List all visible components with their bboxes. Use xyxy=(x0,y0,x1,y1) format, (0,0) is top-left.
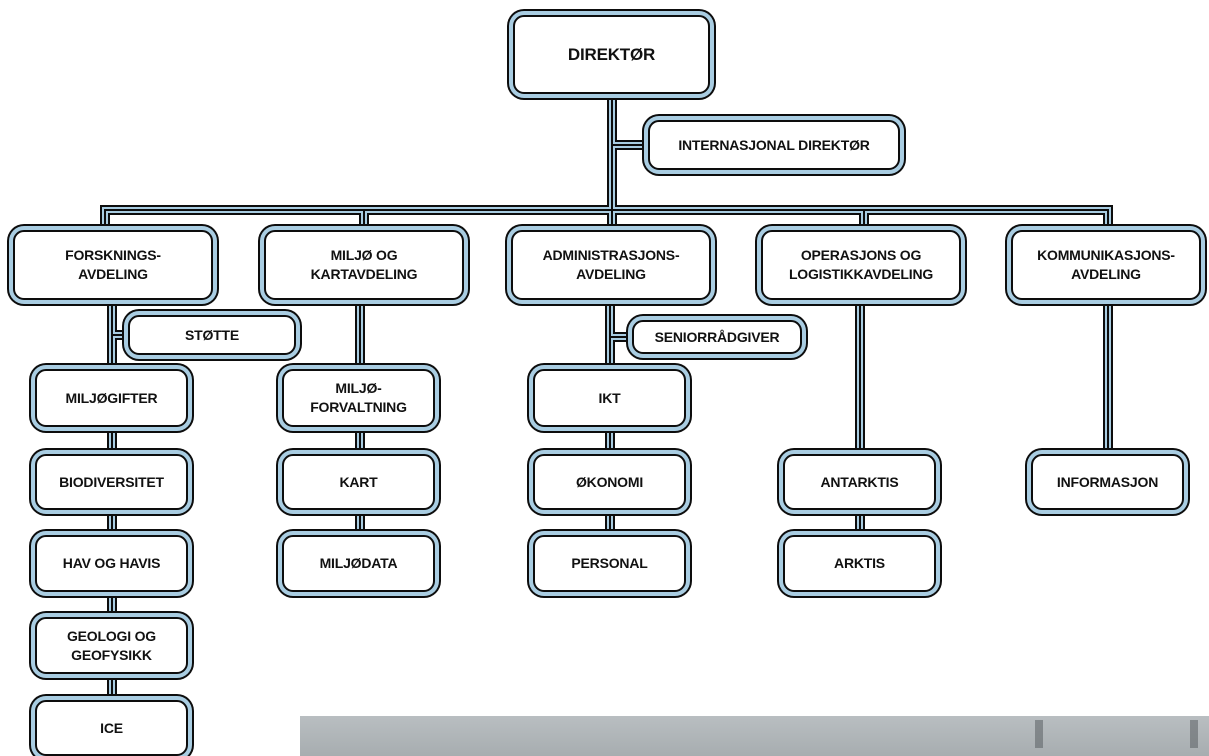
node-informasjon: INFORMASJON xyxy=(1031,454,1184,510)
node-administrasjonsavdeling: ADMINISTRASJONS- AVDELING xyxy=(511,230,711,300)
node-seniorradgiver: SENIORRÅDGIVER xyxy=(632,320,802,354)
node-personal: PERSONAL xyxy=(533,535,686,592)
background-photo xyxy=(300,716,1209,756)
node-operasjons-og-logistikkavdeling: OPERASJONS OG LOGISTIKKAVDELING xyxy=(761,230,961,300)
node-ikt: IKT xyxy=(533,369,686,427)
node-ice: ICE xyxy=(35,700,188,756)
node-forskningsavdeling: FORSKNINGS- AVDELING xyxy=(13,230,213,300)
node-direktor: DIREKTØR xyxy=(513,15,710,94)
node-geologi-og-geofysikk: GEOLOGI OG GEOFYSIKK xyxy=(35,617,188,674)
node-miljoforvaltning: MILJØ- FORVALTNING xyxy=(282,369,435,427)
node-antarktis: ANTARKTIS xyxy=(783,454,936,510)
node-miljodata: MILJØDATA xyxy=(282,535,435,592)
node-biodiversitet: BIODIVERSITET xyxy=(35,454,188,510)
node-okonomi: ØKONOMI xyxy=(533,454,686,510)
node-hav-og-havis: HAV OG HAVIS xyxy=(35,535,188,592)
node-kart: KART xyxy=(282,454,435,510)
node-miljogifter: MILJØGIFTER xyxy=(35,369,188,427)
node-kommunikasjonsavdeling: KOMMUNIKASJONS- AVDELING xyxy=(1011,230,1201,300)
node-miljo-og-kartavdeling: MILJØ OG KARTAVDELING xyxy=(264,230,464,300)
node-arktis: ARKTIS xyxy=(783,535,936,592)
node-internasjonal-direktor: INTERNASJONAL DIREKTØR xyxy=(648,120,900,170)
node-stotte: STØTTE xyxy=(128,315,296,355)
